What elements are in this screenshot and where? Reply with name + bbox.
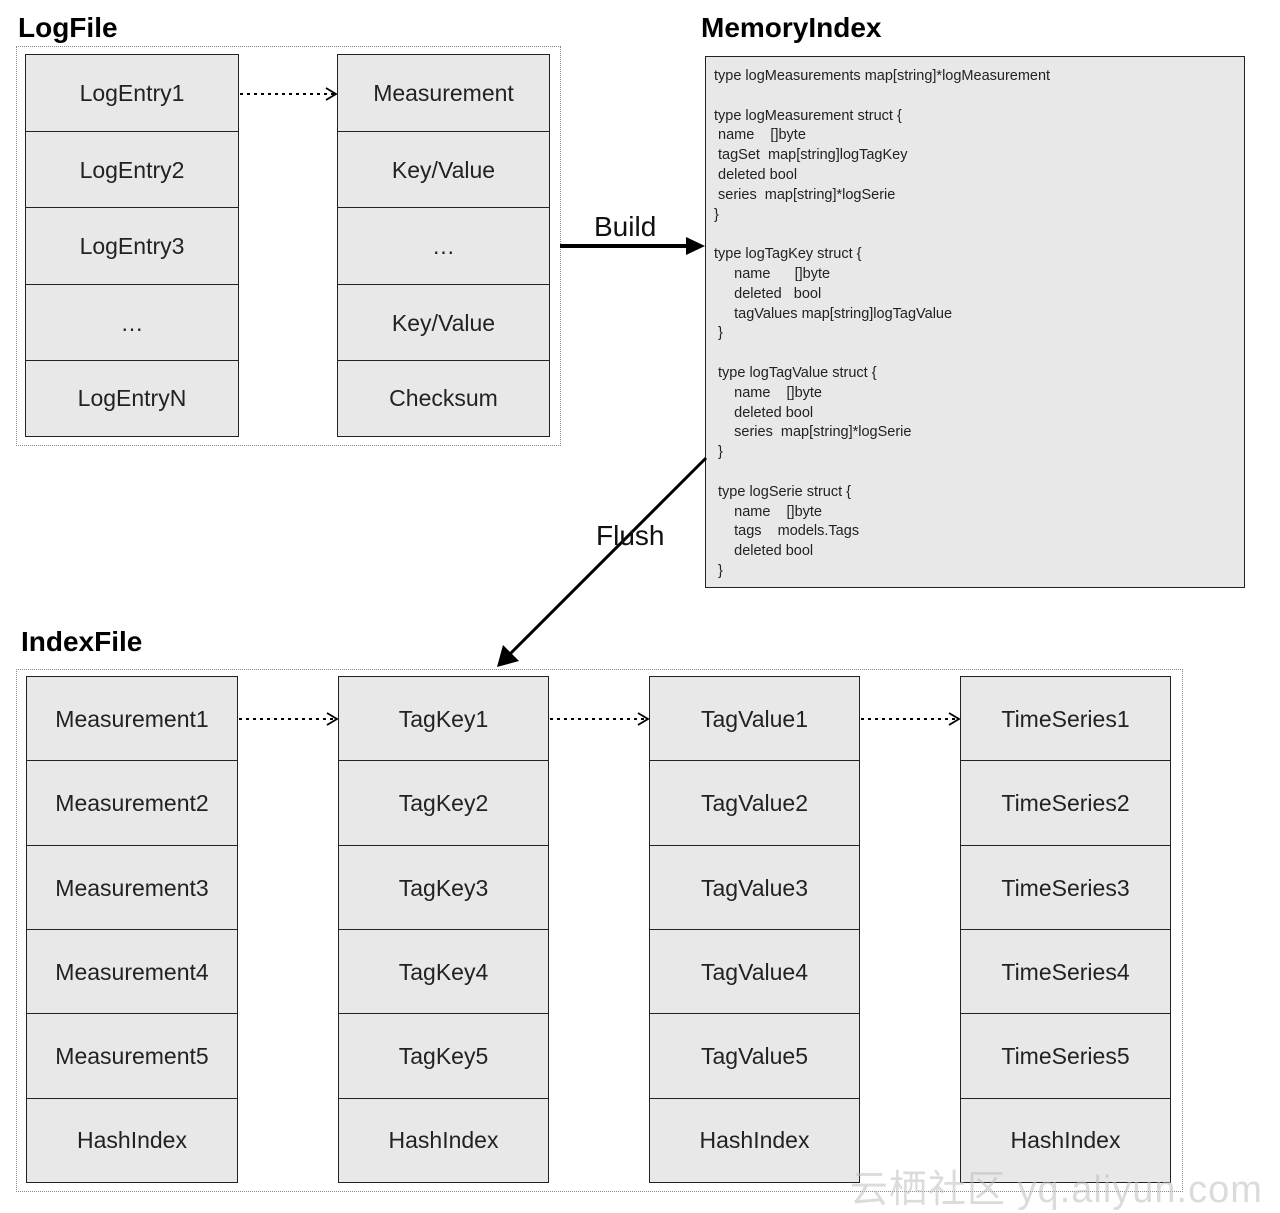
code-line: } <box>714 206 719 223</box>
code-line: tagSet map[string]logTagKey <box>714 147 908 164</box>
tag-value-cell: TagValue5 <box>649 1013 860 1099</box>
code-line: } <box>714 444 723 461</box>
code-line: series map[string]*logSerie <box>714 424 912 441</box>
measurement-cell: Measurement4 <box>26 929 238 1015</box>
code-line: name []byte <box>714 127 806 144</box>
tag-key-cell: TagKey3 <box>338 845 549 931</box>
flush-arrow <box>497 456 708 667</box>
tag-values-column: TagValue1 TagValue2 TagValue3 TagValue4 … <box>649 676 860 1183</box>
tag-keys-column: TagKey1 TagKey2 TagKey3 TagKey4 TagKey5 … <box>338 676 549 1183</box>
tag-key-cell: HashIndex <box>338 1098 549 1183</box>
indexfile-group <box>16 669 1183 1192</box>
memory-index-code-box: type logMeasurements map[string]*logMeas… <box>705 56 1245 588</box>
entry-field-cell: Key/Value <box>337 284 550 362</box>
measurement-cell: HashIndex <box>26 1098 238 1183</box>
code-line: series map[string]*logSerie <box>714 186 896 203</box>
entry-field-cell: Measurement <box>337 54 550 132</box>
code-line: deleted bool <box>714 543 814 560</box>
tag-value-cell: TagValue1 <box>649 676 860 762</box>
measurement-cell: Measurement3 <box>26 845 238 931</box>
dotted-arrow-tagkey-to-tagvalue <box>550 712 650 726</box>
code-line: type logMeasurements map[string]*logMeas… <box>714 68 1051 84</box>
time-series-cell: TimeSeries4 <box>960 929 1171 1015</box>
tag-key-cell: TagKey4 <box>338 929 549 1015</box>
build-arrow <box>560 237 705 255</box>
flush-label: Flush <box>596 520 665 551</box>
entry-field-cell: Checksum <box>337 360 550 437</box>
dotted-arrow-logentry-to-fields <box>240 87 338 101</box>
dotted-arrow-tagvalue-to-timeseries <box>861 712 961 726</box>
indexfile-title: IndexFile <box>21 626 143 657</box>
measurement-cell: Measurement2 <box>26 760 238 846</box>
tag-value-cell: TagValue3 <box>649 845 860 931</box>
memory-index-title: MemoryIndex <box>701 12 882 43</box>
log-entry-cell: LogEntryN <box>25 360 239 437</box>
code-line: } <box>714 562 723 579</box>
tag-key-cell: TagKey2 <box>338 760 549 846</box>
entry-field-cell: Key/Value <box>337 131 550 209</box>
code-line: deleted bool <box>714 285 822 302</box>
code-line: deleted bool <box>714 166 798 183</box>
code-line: type logSerie struct { <box>714 483 852 500</box>
log-entry-fields-column: Measurement Key/Value … Key/Value Checks… <box>337 54 550 437</box>
code-line: tags models.Tags <box>714 523 860 540</box>
code-line: tagValues map[string]logTagValue <box>714 305 953 322</box>
code-line: type logMeasurement struct { <box>714 107 902 124</box>
time-series-cell: TimeSeries3 <box>960 845 1171 931</box>
tag-value-cell: TagValue2 <box>649 760 860 846</box>
log-entry-cell: LogEntry1 <box>25 54 239 132</box>
dotted-arrow-measurement-to-tagkey <box>239 712 339 726</box>
time-series-cell: HashIndex <box>960 1098 1171 1183</box>
logfile-title: LogFile <box>18 12 118 43</box>
time-series-cell: TimeSeries2 <box>960 760 1171 846</box>
build-label: Build <box>594 211 657 242</box>
tag-key-cell: TagKey5 <box>338 1013 549 1099</box>
tag-value-cell: HashIndex <box>649 1098 860 1183</box>
entry-field-cell: … <box>337 207 550 285</box>
code-line: name []byte <box>714 384 822 401</box>
code-line: } <box>714 325 723 342</box>
watermark: 云栖社区 yq.aliyun.com <box>850 1169 1263 1211</box>
measurements-column: Measurement1 Measurement2 Measurement3 M… <box>26 676 238 1183</box>
time-series-column: TimeSeries1 TimeSeries2 TimeSeries3 Time… <box>960 676 1171 1183</box>
log-entries-column: LogEntry1 LogEntry2 LogEntry3 … LogEntry… <box>25 54 239 437</box>
code-line: deleted bool <box>714 404 814 421</box>
code-line: name []byte <box>714 503 822 520</box>
code-line: name []byte <box>714 265 831 282</box>
tag-value-cell: TagValue4 <box>649 929 860 1015</box>
code-line: type logTagValue struct { <box>714 364 877 381</box>
log-entry-cell: … <box>25 284 239 362</box>
code-line: type logTagKey struct { <box>714 246 862 263</box>
time-series-cell: TimeSeries1 <box>960 676 1171 762</box>
